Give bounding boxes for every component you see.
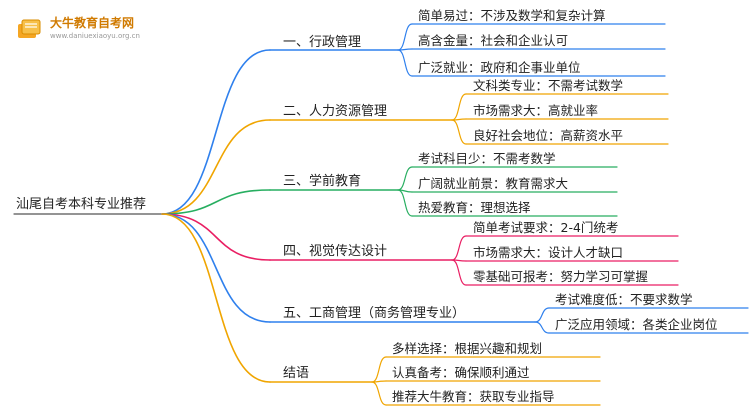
branch-2-leaf-2: 市场需求大：高就业率 [473,103,599,118]
branch-3-leaf-3: 热爱教育：理想选择 [418,200,531,215]
branch-5-leaf-2: 广泛应用领域：各类企业岗位 [555,317,718,332]
branch-1-leaf-2: 高含金量：社会和企业认可 [418,33,569,48]
branch-6-label: 结语 [283,366,310,381]
branch-5-leaf-2-connector [534,321,550,334]
branch-6-connector [161,213,271,383]
branch-1-leaf-3-connector [397,49,413,77]
branch-5-leaf-1-connector [534,307,550,323]
branch-5-label: 五、工商管理（商务管理专业） [283,306,466,321]
branch-2-connector [161,119,271,215]
brand-url: www.daniuexiaoyu.org.cn [50,32,140,40]
branch-3-leaf-3-connector [397,189,413,217]
branch-6-leaf-3-connector [371,381,387,406]
book-logo-icon [16,14,44,42]
brand-name: 大牛教育自考网 [50,16,135,30]
branch-1-connector [161,49,271,215]
branch-2-leaf-3: 良好社会地位：高薪资水平 [473,128,624,143]
branch-1-leaf-1-connector [397,23,413,51]
branch-4-leaf-3: 零基础可报考：努力学习可掌握 [473,269,649,284]
branch-3-leaf-1: 考试科目少：不需考数学 [418,151,556,166]
branch-3-leaf-1-connector [397,166,413,191]
branch-3-leaf-2: 广阔就业前景：教育需求大 [418,176,569,191]
branch-5-connector [161,213,271,323]
branch-2-leaf-3-connector [451,119,467,145]
branch-4-leaf-3-connector [451,259,467,286]
branch-4-connector [161,213,271,261]
branch-1-leaf-3: 广泛就业：政府和企事业单位 [418,60,581,75]
branch-4-leaf-1-connector [451,235,467,261]
branch-1-leaf-1: 简单易过：不涉及数学和复杂计算 [418,8,606,23]
branch-3-connector [161,189,271,215]
branch-6-leaf-2: 认真备考：确保顺利通过 [392,365,530,380]
root-topic: 汕尾自考本科专业推荐 [16,197,147,212]
branch-5-leaf-1: 考试难度低：不要求数学 [555,292,693,307]
branch-4-leaf-1: 简单考试要求：2-4门统考 [473,220,619,235]
branch-6-leaf-3: 推荐大牛教育：获取专业指导 [392,389,555,404]
branch-4-label: 四、视觉传达设计 [283,244,388,259]
branch-1-label: 一、行政管理 [283,35,362,50]
branch-4-leaf-2: 市场需求大：设计人才缺口 [473,245,624,260]
branch-6-leaf-1-connector [371,356,387,383]
branch-2-leaf-1: 文科类专业：不需考试数学 [473,78,624,93]
branch-2-label: 二、人力资源管理 [283,104,388,119]
branch-3-label: 三、学前教育 [283,174,362,189]
branch-2-leaf-1-connector [451,93,467,121]
branch-6-leaf-1: 多样选择：根据兴趣和规划 [392,341,543,356]
